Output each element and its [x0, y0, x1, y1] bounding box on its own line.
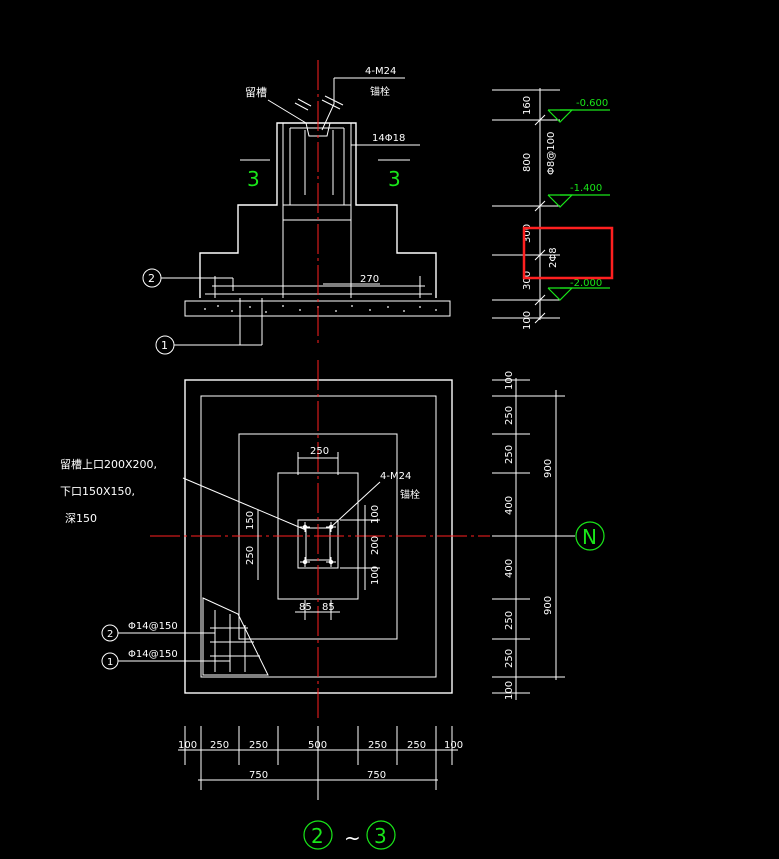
plan-callout-2: 2	[107, 629, 113, 640]
plan-right-ext	[492, 379, 575, 694]
plan-right-dim-1: 100	[504, 371, 515, 390]
slot-note-leader	[182, 477, 307, 531]
axis-tilde: ~	[344, 826, 361, 850]
slot-tick-b	[297, 98, 312, 107]
rebar2-label: Φ14@150	[128, 621, 178, 632]
cut-mark-left: 3	[247, 167, 260, 191]
slot-label: 留槽	[245, 86, 267, 99]
bolt-tick-b	[324, 95, 344, 106]
plan-bottom-ext	[184, 726, 453, 800]
section-callout-2: 2	[148, 272, 155, 285]
plan-right-total-2: 900	[543, 596, 554, 615]
plan-right-dim-3: 250	[504, 445, 515, 464]
rebar1-label: Φ14@150	[128, 649, 178, 660]
dim-270: 270	[360, 274, 379, 285]
level-2: -1.400	[570, 183, 602, 194]
level-3: -2.000	[570, 278, 602, 289]
elevation-dims: 160 800 300 300 100 Φ8@100 2Φ8 -0.600 -1…	[492, 88, 614, 330]
slot-note-2: 下口150X150,	[60, 485, 135, 498]
axis-n-circle	[575, 521, 605, 551]
slot-note-3: 深150	[65, 512, 97, 525]
plan-right-dim-8: 100	[504, 681, 515, 700]
plan-right-dim-4: 400	[504, 496, 515, 515]
plan-bottom-dim-5: 250	[368, 740, 387, 751]
axis-2-circle	[303, 820, 333, 850]
plan-right-dim-6: 250	[504, 611, 515, 630]
bolt-leader	[321, 103, 335, 131]
bolt-label-top: 4-M24	[365, 66, 396, 77]
plan-right-dim-2: 250	[504, 406, 515, 425]
plan-right-total-1: 900	[543, 459, 554, 478]
rebar-wedge	[202, 597, 269, 676]
blinding-hatch	[204, 305, 437, 313]
plan-bottom-dim-7: 100	[444, 740, 463, 751]
plan-bolt-top: 4-M24	[380, 471, 411, 482]
dim-85b: 85	[322, 602, 335, 613]
plan-bottom-dim-6: 250	[407, 740, 426, 751]
elev-dim-160: 160	[522, 96, 533, 115]
plan-bottom-total-2: 750	[367, 770, 386, 781]
elev-dim-300a: 300	[522, 224, 533, 243]
plan-bottom-total-1: 750	[249, 770, 268, 781]
plan-callout-1: 1	[107, 657, 113, 668]
section-outline	[199, 122, 437, 298]
rebar-label: 14Φ18	[372, 133, 405, 144]
highlight-box	[522, 226, 614, 280]
stirrup-label: Φ8@100	[546, 132, 557, 175]
bolt-label-bottom: 锚栓	[370, 85, 390, 98]
elev-ticks	[534, 114, 546, 324]
section-view: 留槽 4-M24 锚栓 14Φ18 3 3 270 2 1	[142, 60, 451, 355]
slot-leader	[267, 99, 307, 124]
dim-right-200: 200	[370, 536, 381, 555]
plan-right-dim-5: 400	[504, 559, 515, 578]
level-1: -0.600	[576, 98, 608, 109]
plan-bolt-bottom: 锚栓	[400, 488, 420, 501]
plan-bottom-dim-3: 250	[249, 740, 268, 751]
bolt-tick-a	[321, 99, 341, 110]
dim-right-100b: 100	[370, 566, 381, 585]
dim-right-100a: 100	[370, 505, 381, 524]
tie-label: 2Φ8	[548, 247, 559, 268]
axis-2: 2	[311, 824, 324, 848]
dim-left-250: 250	[245, 546, 256, 565]
plan-bottom-dim-1: 100	[178, 740, 197, 751]
level-marker-2	[547, 194, 574, 208]
slot-note-1: 留槽上口200X200,	[60, 458, 157, 471]
plan-view: 留槽上口200X200, 下口150X150, 深150 4-M24 锚栓 25…	[60, 360, 605, 850]
cut-mark-right: 3	[388, 167, 401, 191]
axis-3: 3	[374, 824, 387, 848]
elev-dim-100: 100	[522, 311, 533, 330]
slot-tick-a	[294, 102, 309, 111]
axis-n: N	[582, 525, 597, 549]
rebar-wedge-lines	[210, 610, 260, 672]
section-callout-1: 1	[161, 339, 168, 352]
plan-bottom-dim-4: 500	[308, 740, 327, 751]
plan-bolt-leader	[330, 481, 381, 528]
dim-left-150: 150	[245, 511, 256, 530]
level-marker-3	[547, 287, 574, 301]
plan-right-dim-7: 250	[504, 649, 515, 668]
axis-3-circle	[366, 820, 396, 850]
elev-dim-300b: 300	[522, 271, 533, 290]
elev-dim-800: 800	[522, 153, 533, 172]
dim-top-250: 250	[310, 446, 329, 457]
plan-bottom-dim-2: 250	[210, 740, 229, 751]
